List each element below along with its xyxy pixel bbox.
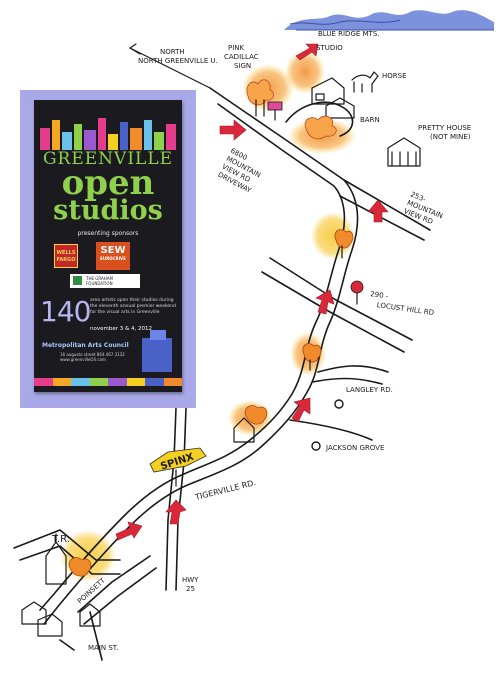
town-buildings [21, 601, 101, 637]
arrow-253 [367, 199, 389, 223]
arrow-tigerville [165, 499, 187, 525]
brochure-org: Metropolitan Arts Council [42, 342, 129, 349]
arrow-langley [291, 397, 311, 423]
arrow-tr [115, 521, 143, 541]
route-arrows [115, 43, 389, 541]
label-barn: BARN [360, 116, 380, 124]
label-driveway: 6800 MOUNTAIN VIEW RD DRIVEWAY [216, 147, 268, 197]
brochure-color-stripes [34, 378, 182, 386]
brochure-dates: november 3 & 4, 2012 [90, 326, 153, 332]
studio-building [311, 77, 345, 105]
label-horse: HORSE [382, 72, 407, 80]
sketch-buildings [21, 71, 421, 637]
label-tigerville: TIGERVILLE RD. [193, 478, 257, 502]
brochure-skyline [40, 116, 176, 150]
tree-290 [302, 343, 322, 371]
langley-marker [334, 399, 344, 409]
graham-foundation-logo: THE GRAHAM FOUNDATION [70, 274, 140, 288]
horse-sketch [351, 71, 379, 93]
brochure-presenting: presenting sponsors [77, 230, 139, 237]
arrow-locust [315, 289, 335, 315]
label-locust-hill: 290 - LOCUST HILL RD [368, 290, 436, 317]
arrow-studio [295, 43, 319, 61]
label-blue-ridge: BLUE RIDGE MTS. [318, 30, 380, 38]
label-studio: STUDIO [316, 44, 343, 52]
brochure-title-open: open [61, 163, 155, 203]
brochure-card: GREENVILLE open studios presenting spons… [34, 100, 182, 392]
sew-logo: SEW EUROCRIVE [96, 242, 130, 270]
tr-church [45, 533, 92, 585]
brochure-building-graphic [142, 330, 172, 372]
label-main-st: MAIN ST. [88, 644, 118, 652]
label-tr: T.R. [51, 534, 70, 545]
trees-north [246, 79, 337, 140]
wells-fargo-logo: WELLS FARGO [54, 244, 78, 268]
label-pink-cadillac: PINK CADILLAC SIGN [224, 44, 261, 70]
label-langley: LANGLEY RD. [346, 386, 393, 394]
barn-sketch [325, 97, 355, 119]
brochure-title-studios: studios [53, 195, 163, 226]
blue-ridge-mountains [284, 10, 494, 31]
pink-cadillac-sign [267, 101, 283, 121]
arrow-driveway [219, 119, 247, 141]
pretty-house [387, 137, 421, 167]
brochure-blurb: area artists open their studios during t… [90, 298, 176, 315]
label-pretty-house: PRETTY HOUSE (NOT MINE) [418, 124, 473, 141]
label-jackson-grove: JACKSON GROVE [325, 444, 384, 452]
label-hwy25: HWY 25 [182, 576, 201, 593]
label-mountain-view: 253- MOUNTAIN VIEW RD [403, 190, 450, 229]
brochure-sponsors: WELLS FARGO SEW EUROCRIVE THE GRAHAM FOU… [54, 240, 164, 294]
open-studios-brochure: GREENVILLE open studios presenting spons… [20, 90, 196, 408]
sew-logo-text: SEW [100, 245, 126, 256]
glow-studio [285, 50, 325, 94]
tree-253 [334, 229, 354, 259]
brochure-artist-count: 140 [40, 295, 91, 328]
langley-house [233, 405, 268, 443]
label-north-greenville: NORTH NORTH GREENVILLE U. [138, 48, 218, 65]
locust-hill-sign [350, 280, 364, 305]
jackson-marker [311, 441, 321, 451]
brochure-title-greenville: GREENVILLE [42, 149, 174, 169]
sew-logo-sub: EUROCRIVE [100, 256, 126, 261]
brochure-address: 16 augusta street 864.467.3132 www.green… [60, 352, 125, 362]
